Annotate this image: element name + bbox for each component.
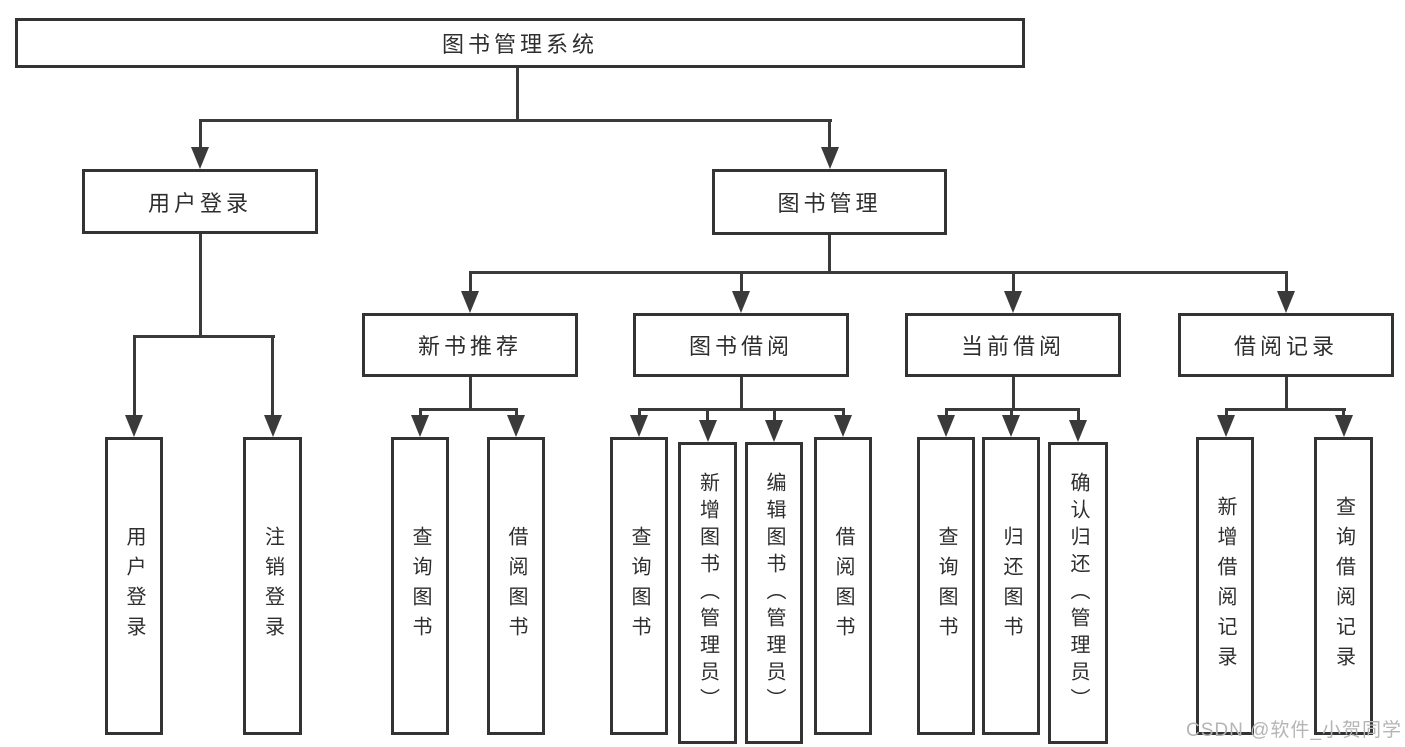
leaf-query-borrow-record: 查询借阅记录 bbox=[1314, 437, 1373, 735]
leaf-query-books-borrow-label: 查询图书 bbox=[628, 526, 650, 646]
leaf-return-books: 归还图书 bbox=[982, 437, 1040, 735]
csdn-watermark: CSDN @软件_小贺同学 bbox=[1186, 720, 1402, 741]
arrow-down-icon bbox=[630, 415, 648, 437]
leaf-query-books-rec-label: 查询图书 bbox=[409, 526, 431, 646]
node-book-borrowing-label: 图书借阅 bbox=[688, 334, 793, 359]
leaf-add-books-admin-label: 新增图书（管理员） bbox=[696, 471, 719, 715]
connector-borrow-record-stem bbox=[1284, 377, 1288, 410]
leaf-add-books-admin: 新增图书（管理员） bbox=[678, 442, 737, 744]
arrow-down-icon bbox=[765, 420, 783, 442]
arrow-down-icon bbox=[937, 415, 955, 437]
leaf-logout-label: 注销登录 bbox=[261, 526, 284, 646]
connector-drop bbox=[944, 407, 948, 421]
arrow-down-icon bbox=[1277, 291, 1295, 313]
node-current-borrowing: 当前借阅 bbox=[905, 313, 1121, 377]
leaf-logout: 注销登录 bbox=[243, 437, 302, 735]
arrow-down-icon bbox=[507, 415, 525, 437]
connector-book-mgmt-stem bbox=[828, 235, 831, 273]
connector-drop-current-borrow bbox=[1011, 270, 1015, 297]
connector-book-borrow-hbar bbox=[637, 407, 845, 411]
arrow-down-icon bbox=[461, 291, 479, 313]
connector-drop bbox=[1009, 407, 1013, 421]
arrow-down-icon bbox=[1069, 420, 1087, 442]
leaf-user-login: 用户登录 bbox=[105, 437, 163, 735]
connector-drop-borrow-record bbox=[1284, 270, 1288, 297]
leaf-edit-books-admin-label: 编辑图书（管理员） bbox=[763, 471, 785, 715]
connector-drop bbox=[1224, 407, 1228, 421]
arrow-down-icon bbox=[698, 420, 717, 442]
leaf-query-books-current-label: 查询图书 bbox=[935, 526, 957, 646]
connector-root-stem bbox=[515, 68, 519, 121]
leaf-borrow-books: 借阅图书 bbox=[814, 437, 872, 735]
arrow-down-icon bbox=[1217, 415, 1235, 437]
node-book-management-label: 图书管理 bbox=[777, 191, 882, 216]
leaf-confirm-return-admin-label: 确认归还（管理员） bbox=[1067, 471, 1089, 715]
arrow-down-icon bbox=[732, 291, 750, 313]
connector-drop bbox=[637, 407, 641, 421]
arrow-down-icon bbox=[834, 415, 852, 437]
connector-drop-book-borrow bbox=[739, 270, 743, 297]
connector-drop-leaf-user-login bbox=[132, 334, 136, 420]
node-borrowing-records: 借阅记录 bbox=[1178, 313, 1394, 377]
leaf-borrow-books-rec-label: 借阅图书 bbox=[505, 526, 527, 646]
connector-drop bbox=[706, 407, 709, 426]
node-current-borrowing-label: 当前借阅 bbox=[960, 334, 1065, 359]
connector-drop bbox=[1076, 407, 1080, 426]
node-library-management-system-label: 图书管理系统 bbox=[441, 32, 598, 57]
connector-drop-new-book-rec bbox=[468, 270, 472, 297]
leaf-return-books-label: 归还图书 bbox=[1000, 526, 1022, 646]
connector-current-borrow-stem bbox=[1011, 377, 1015, 410]
connector-root-hbar bbox=[198, 118, 832, 122]
node-book-management: 图书管理 bbox=[712, 169, 947, 235]
connector-drop bbox=[418, 407, 422, 421]
connector-drop-leaf-logout bbox=[271, 334, 274, 420]
arrow-down-icon bbox=[125, 415, 143, 437]
leaf-confirm-return-admin: 确认归还（管理员） bbox=[1048, 442, 1108, 744]
connector-drop bbox=[1342, 407, 1345, 421]
connector-drop bbox=[772, 407, 776, 426]
leaf-query-borrow-record-label: 查询借阅记录 bbox=[1332, 496, 1355, 676]
connector-book-borrow-stem bbox=[739, 377, 743, 410]
leaf-query-books-rec: 查询图书 bbox=[391, 437, 449, 735]
connector-drop bbox=[841, 407, 845, 421]
connector-borrow-record-hbar bbox=[1224, 407, 1346, 411]
connector-book-mgmt-hbar bbox=[468, 270, 1288, 274]
node-book-borrowing: 图书借阅 bbox=[633, 313, 849, 377]
arrow-down-icon bbox=[263, 415, 282, 437]
leaf-user-login-label: 用户登录 bbox=[123, 526, 145, 646]
leaf-add-borrow-record: 新增借阅记录 bbox=[1196, 437, 1254, 735]
leaf-borrow-books-label: 借阅图书 bbox=[832, 526, 854, 646]
leaf-query-books-current: 查询图书 bbox=[917, 437, 975, 735]
arrow-down-icon bbox=[1002, 415, 1020, 437]
arrow-down-icon bbox=[820, 147, 839, 169]
node-user-login-label: 用户登录 bbox=[147, 190, 252, 216]
connector-drop-user-login bbox=[198, 118, 202, 153]
leaf-edit-books-admin: 编辑图书（管理员） bbox=[745, 442, 803, 744]
connector-drop bbox=[514, 407, 518, 421]
connector-drop-book-mgmt bbox=[828, 118, 831, 153]
node-new-book-recommendation-label: 新书推荐 bbox=[417, 334, 522, 359]
connector-user-login-hbar bbox=[132, 334, 275, 338]
leaf-borrow-books-rec: 借阅图书 bbox=[487, 437, 545, 735]
node-borrowing-records-label: 借阅记录 bbox=[1233, 334, 1338, 359]
connector-user-login-stem bbox=[198, 234, 202, 336]
node-new-book-recommendation: 新书推荐 bbox=[362, 313, 578, 377]
connector-new-book-rec-stem bbox=[468, 377, 472, 410]
leaf-query-books-borrow: 查询图书 bbox=[610, 437, 668, 735]
leaf-add-borrow-record-label: 新增借阅记录 bbox=[1214, 496, 1236, 676]
arrow-down-icon bbox=[191, 147, 209, 169]
node-user-login: 用户登录 bbox=[82, 169, 318, 234]
arrow-down-icon bbox=[1004, 291, 1022, 313]
arrow-down-icon bbox=[411, 415, 429, 437]
node-library-management-system: 图书管理系统 bbox=[15, 18, 1025, 68]
connector-new-book-rec-hbar bbox=[418, 407, 518, 411]
arrow-down-icon bbox=[1334, 415, 1353, 437]
